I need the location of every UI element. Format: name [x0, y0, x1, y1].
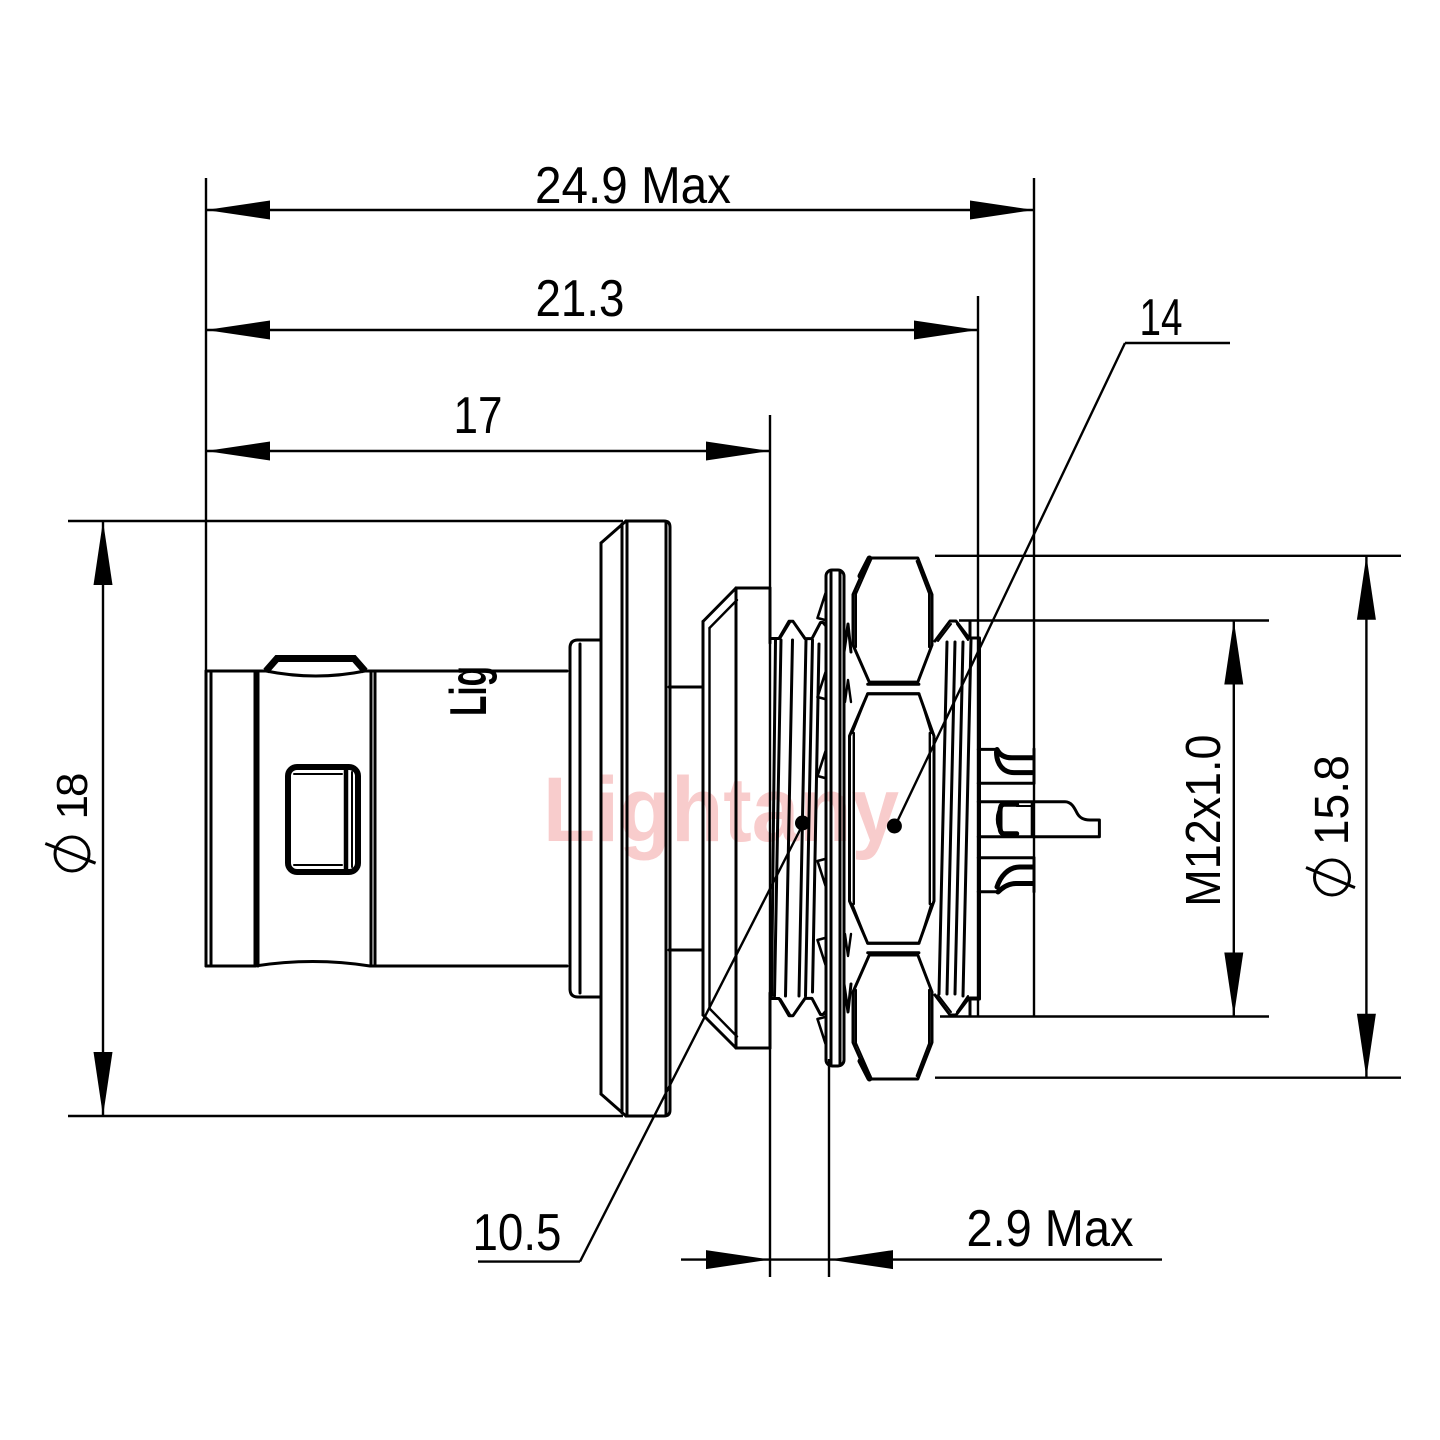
svg-text:M12x1.0: M12x1.0: [1177, 735, 1231, 907]
svg-text:14: 14: [1140, 289, 1183, 347]
svg-text:18: 18: [48, 773, 97, 820]
svg-text:Lig: Lig: [440, 666, 498, 716]
svg-text:10.5: 10.5: [473, 1204, 562, 1262]
svg-text:Lightany: Lightany: [543, 759, 899, 861]
svg-text:24.9 Max: 24.9 Max: [535, 157, 731, 215]
svg-text:2.9 Max: 2.9 Max: [967, 1200, 1134, 1258]
svg-text:17: 17: [454, 387, 503, 445]
svg-text:21.3: 21.3: [536, 270, 625, 328]
svg-text:15.8: 15.8: [1306, 755, 1359, 845]
